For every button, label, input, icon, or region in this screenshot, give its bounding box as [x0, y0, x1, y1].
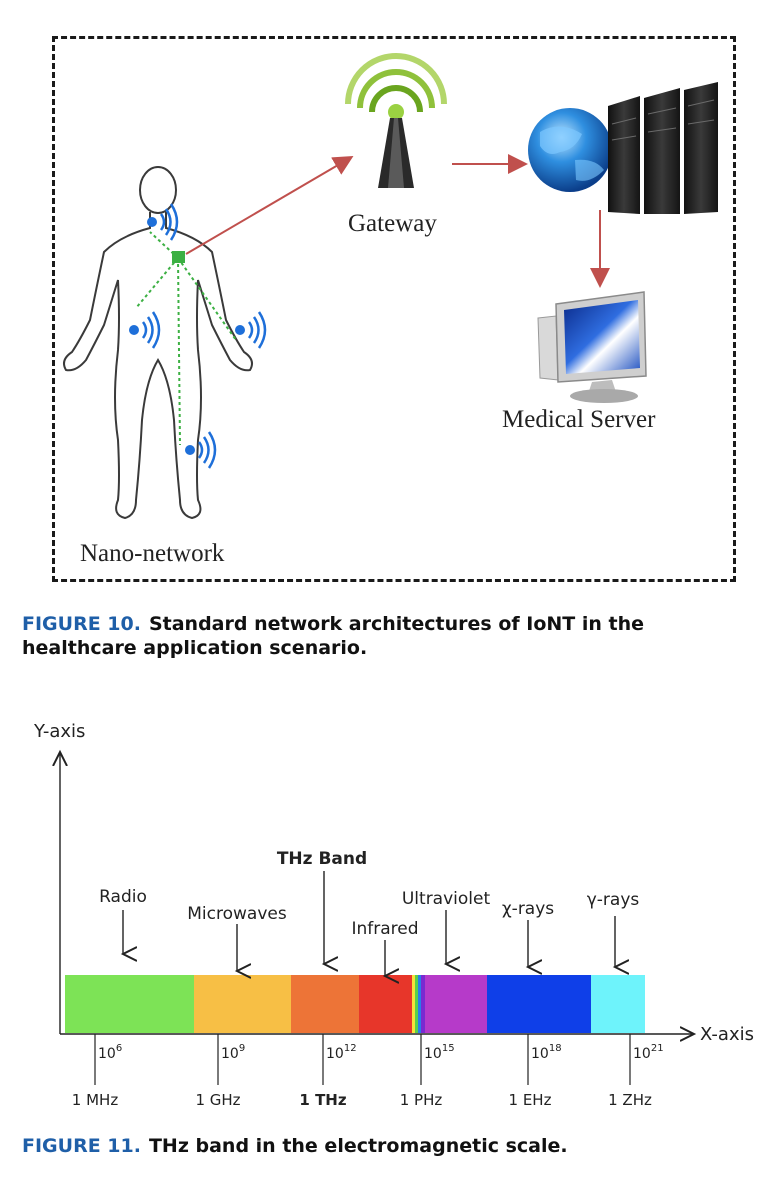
visible-light-strip: [412, 975, 425, 1033]
y-axis-label: Y-axis: [33, 721, 85, 742]
band-thz-segment: [291, 975, 359, 1033]
tick-label-10e21: 1021: [633, 1043, 664, 1062]
figure-10-frame: [52, 36, 736, 582]
tick-label-10e6: 106: [98, 1043, 122, 1062]
human-body-outline: [63, 166, 253, 520]
freq-label-thz: 1 THz: [299, 1091, 346, 1109]
gateway-tower-icon: [345, 53, 447, 188]
figure-11-caption-text: THz band in the electromagnetic scale.: [148, 1135, 568, 1157]
flow-arrows: [185, 154, 610, 288]
figure-10-caption: FIGURE 10.Standard network architectures…: [22, 612, 742, 660]
band-microwaves-segment: [194, 975, 291, 1033]
band-pointer-arrows: [123, 871, 615, 976]
figure-11-caption: FIGURE 11. THz band in the electromagneti…: [22, 1134, 742, 1158]
band-radio-segment: [65, 975, 194, 1033]
freq-label-mhz: 1 MHz: [72, 1091, 119, 1109]
gateway-label: Gateway: [348, 210, 437, 237]
figure-11-chart: Y-axis X-axis Radio Microwaves THz Band …: [33, 721, 754, 1109]
tick-label-10e9: 109: [221, 1043, 245, 1062]
freq-label-ehz: 1 EHz: [509, 1091, 552, 1109]
nano-hub-node: [172, 251, 185, 263]
band-gamma-rays-segment: [591, 975, 645, 1033]
freq-label-zhz: 1 ZHz: [608, 1091, 652, 1109]
tick-label-10e15: 1015: [424, 1043, 455, 1062]
band-label-thz: THz Band: [277, 849, 367, 869]
tick-label-10e18: 1018: [531, 1043, 562, 1062]
band-label-infrared: Infrared: [351, 919, 418, 939]
figure-11-number: FIGURE 11.: [22, 1135, 141, 1157]
sensor-nodes: [129, 203, 267, 469]
band-x-rays-segment: [487, 975, 591, 1033]
band-label-x-rays: χ-rays: [502, 899, 554, 919]
computer-monitor-icon: [537, 291, 647, 403]
nano-network-label: Nano-network: [80, 540, 225, 567]
tick-label-10e12: 1012: [326, 1043, 357, 1062]
server-rack-icon: [608, 82, 718, 214]
freq-label-ghz: 1 GHz: [195, 1091, 240, 1109]
figure-10-number: FIGURE 10.: [22, 613, 141, 635]
figure-10-caption-text: Standard network architectures of IoNT i…: [22, 613, 645, 659]
band-label-gamma-rays: γ-rays: [587, 890, 640, 910]
x-axis-ticks: [94, 1034, 631, 1085]
band-label-microwaves: Microwaves: [187, 904, 287, 924]
figure-10-illustration: [63, 53, 718, 520]
freq-label-phz: 1 PHz: [400, 1091, 443, 1109]
x-axis-label: X-axis: [700, 1024, 754, 1045]
band-label-ultraviolet: Ultraviolet: [402, 889, 491, 909]
band-label-radio: Radio: [99, 887, 147, 907]
band-ultraviolet-segment: [425, 975, 487, 1033]
band-infrared-segment: [359, 975, 412, 1033]
medical-server-label: Medical Server: [502, 406, 656, 433]
internet-globe-icon: [528, 108, 612, 192]
